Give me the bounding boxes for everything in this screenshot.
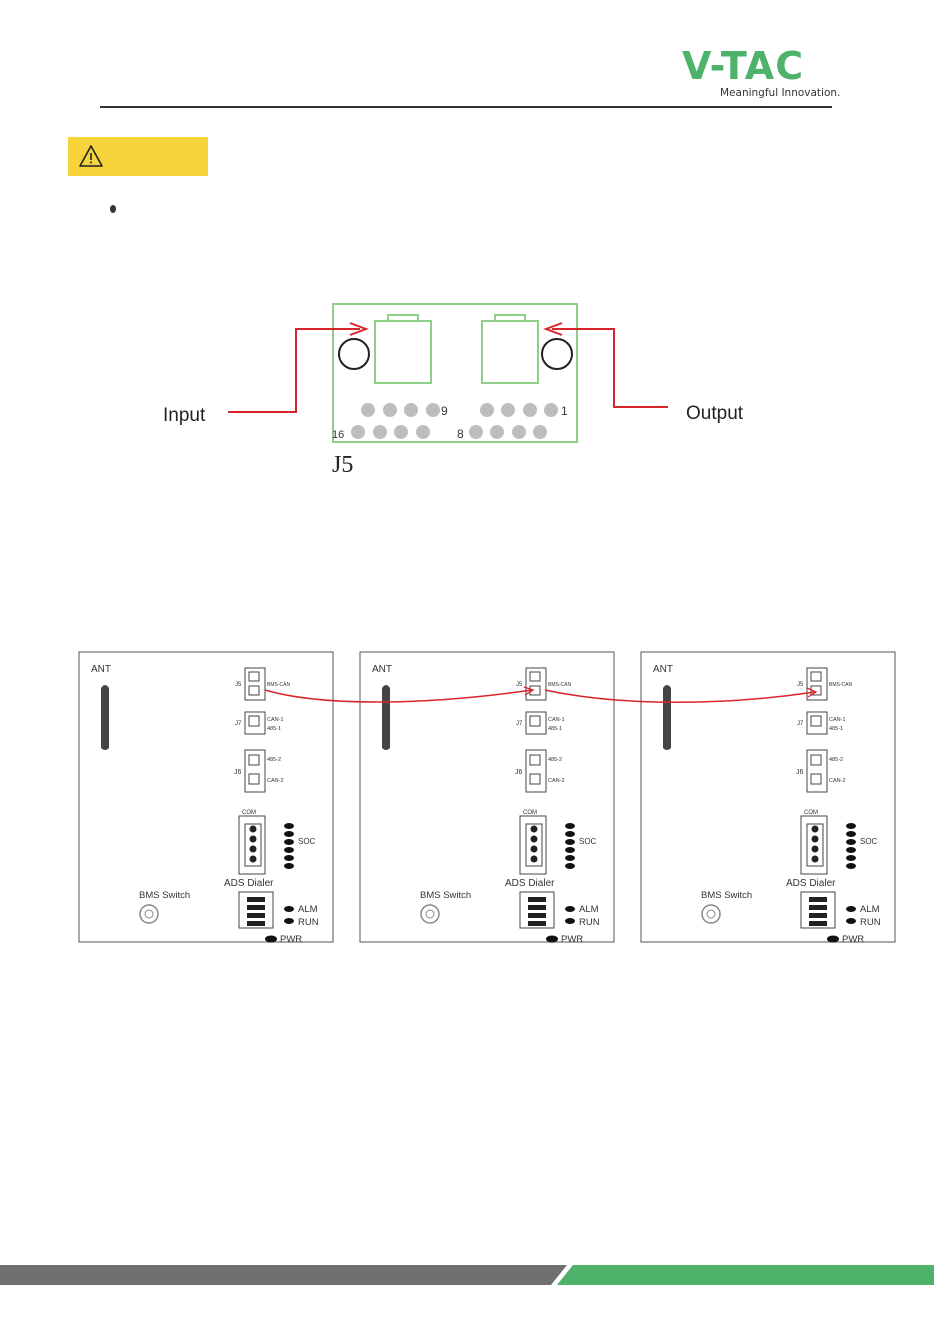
j5-label: J5 bbox=[797, 682, 804, 688]
can1-label: CAN-1 bbox=[267, 717, 284, 723]
board-label-j5: J5 bbox=[332, 452, 353, 478]
soc-label: SOC bbox=[860, 837, 878, 846]
alm-label: ALM bbox=[579, 904, 599, 915]
alm-label: ALM bbox=[860, 904, 880, 915]
mounting-hole-left bbox=[338, 338, 370, 370]
j6-label: J6 bbox=[796, 769, 804, 776]
list-bullet bbox=[110, 205, 116, 213]
bms-panels-diagram: ANT J5 BMS-CAN J7 CAN-1 485-1 J6 485-2 C… bbox=[78, 651, 896, 945]
bms-panel-3: ANT J5 BMS-CAN J7 CAN-1 485-1 J6 485-2 C… bbox=[640, 651, 896, 945]
com-label: COM bbox=[523, 810, 537, 816]
ant-label: ANT bbox=[372, 664, 392, 675]
bms-can-label: BMS-CAN bbox=[267, 682, 290, 688]
ads-dialer-label: ADS Dialer bbox=[224, 878, 274, 889]
j5-board-outline bbox=[332, 303, 578, 443]
output-arrow bbox=[552, 328, 668, 408]
j7-label: J7 bbox=[516, 721, 523, 727]
bms-panel-2: ANT J5 BMS-CAN J7 CAN-1 485-1 J6 485-2 C… bbox=[359, 651, 615, 945]
ant-label: ANT bbox=[653, 664, 673, 675]
run-label: RUN bbox=[579, 917, 600, 928]
485-2-label: 485-2 bbox=[267, 757, 281, 763]
footer-gray-bar bbox=[0, 1265, 567, 1285]
com-label: COM bbox=[804, 810, 818, 816]
485-2-label: 485-2 bbox=[548, 757, 562, 763]
pin-label-9: 9 bbox=[441, 404, 448, 418]
header-divider bbox=[100, 106, 832, 108]
link-cable-2-3 bbox=[544, 689, 816, 704]
soc-label: SOC bbox=[579, 837, 597, 846]
j5-label: J5 bbox=[516, 682, 523, 688]
j7-label: J7 bbox=[797, 721, 804, 727]
output-arrow-head bbox=[543, 322, 563, 336]
brand-logo: V-TAC bbox=[682, 44, 805, 88]
pwr-label: PWR bbox=[842, 934, 864, 945]
link-arrow-1-2 bbox=[523, 686, 535, 696]
485-1-label: 485-1 bbox=[548, 726, 562, 732]
warning-banner bbox=[68, 137, 208, 176]
bms-panel-1: ANT J5 BMS-CAN J7 CAN-1 485-1 J6 485-2 C… bbox=[78, 651, 334, 945]
input-arrow bbox=[228, 328, 360, 413]
can1-label: CAN-1 bbox=[829, 717, 846, 723]
j5-input-port bbox=[374, 314, 432, 384]
output-label: Output bbox=[686, 403, 744, 424]
can2-label: CAN-2 bbox=[548, 778, 565, 784]
brand-tagline: Meaningful Innovation. bbox=[720, 87, 841, 99]
mounting-hole-right bbox=[541, 338, 573, 370]
input-label: Input bbox=[163, 405, 206, 426]
ant-label: ANT bbox=[91, 664, 111, 675]
run-label: RUN bbox=[860, 917, 881, 928]
warning-triangle-icon bbox=[79, 145, 103, 167]
link-cable-1-2 bbox=[264, 689, 533, 703]
ads-dialer-label: ADS Dialer bbox=[505, 878, 555, 889]
485-1-label: 485-1 bbox=[829, 726, 843, 732]
ads-dialer-label: ADS Dialer bbox=[786, 878, 836, 889]
footer-band bbox=[0, 1265, 934, 1285]
run-label: RUN bbox=[298, 917, 319, 928]
pwr-label: PWR bbox=[280, 934, 302, 945]
j6-label: J6 bbox=[234, 769, 242, 776]
can1-label: CAN-1 bbox=[548, 717, 565, 723]
com-label: COM bbox=[242, 810, 256, 816]
bms-can-label: BMS-CAN bbox=[548, 682, 571, 688]
485-2-label: 485-2 bbox=[829, 757, 843, 763]
footer-green-bar bbox=[557, 1265, 934, 1285]
pwr-label: PWR bbox=[561, 934, 583, 945]
can2-label: CAN-2 bbox=[829, 778, 846, 784]
bms-can-label: BMS-CAN bbox=[829, 682, 852, 688]
pin-label-16: 16 bbox=[332, 429, 344, 441]
alm-label: ALM bbox=[298, 904, 318, 915]
bms-switch-label: BMS Switch bbox=[420, 890, 471, 901]
j5-connector-diagram: 9 1 16 8 J5 Input Output bbox=[163, 303, 744, 478]
link-arrow-2-3 bbox=[806, 687, 818, 698]
j5-output-port bbox=[481, 314, 539, 384]
j5-label: J5 bbox=[235, 682, 242, 688]
bms-switch-label: BMS Switch bbox=[139, 890, 190, 901]
can2-label: CAN-2 bbox=[267, 778, 284, 784]
bms-switch-label: BMS Switch bbox=[701, 890, 752, 901]
soc-label: SOC bbox=[298, 837, 316, 846]
pin-label-8: 8 bbox=[457, 427, 464, 441]
j7-label: J7 bbox=[235, 721, 242, 727]
pin-row-top bbox=[361, 403, 558, 417]
pin-label-1: 1 bbox=[561, 404, 568, 418]
j6-label: J6 bbox=[515, 769, 523, 776]
input-arrow-head bbox=[349, 322, 369, 336]
485-1-label: 485-1 bbox=[267, 726, 281, 732]
pin-row-bottom bbox=[351, 425, 547, 439]
